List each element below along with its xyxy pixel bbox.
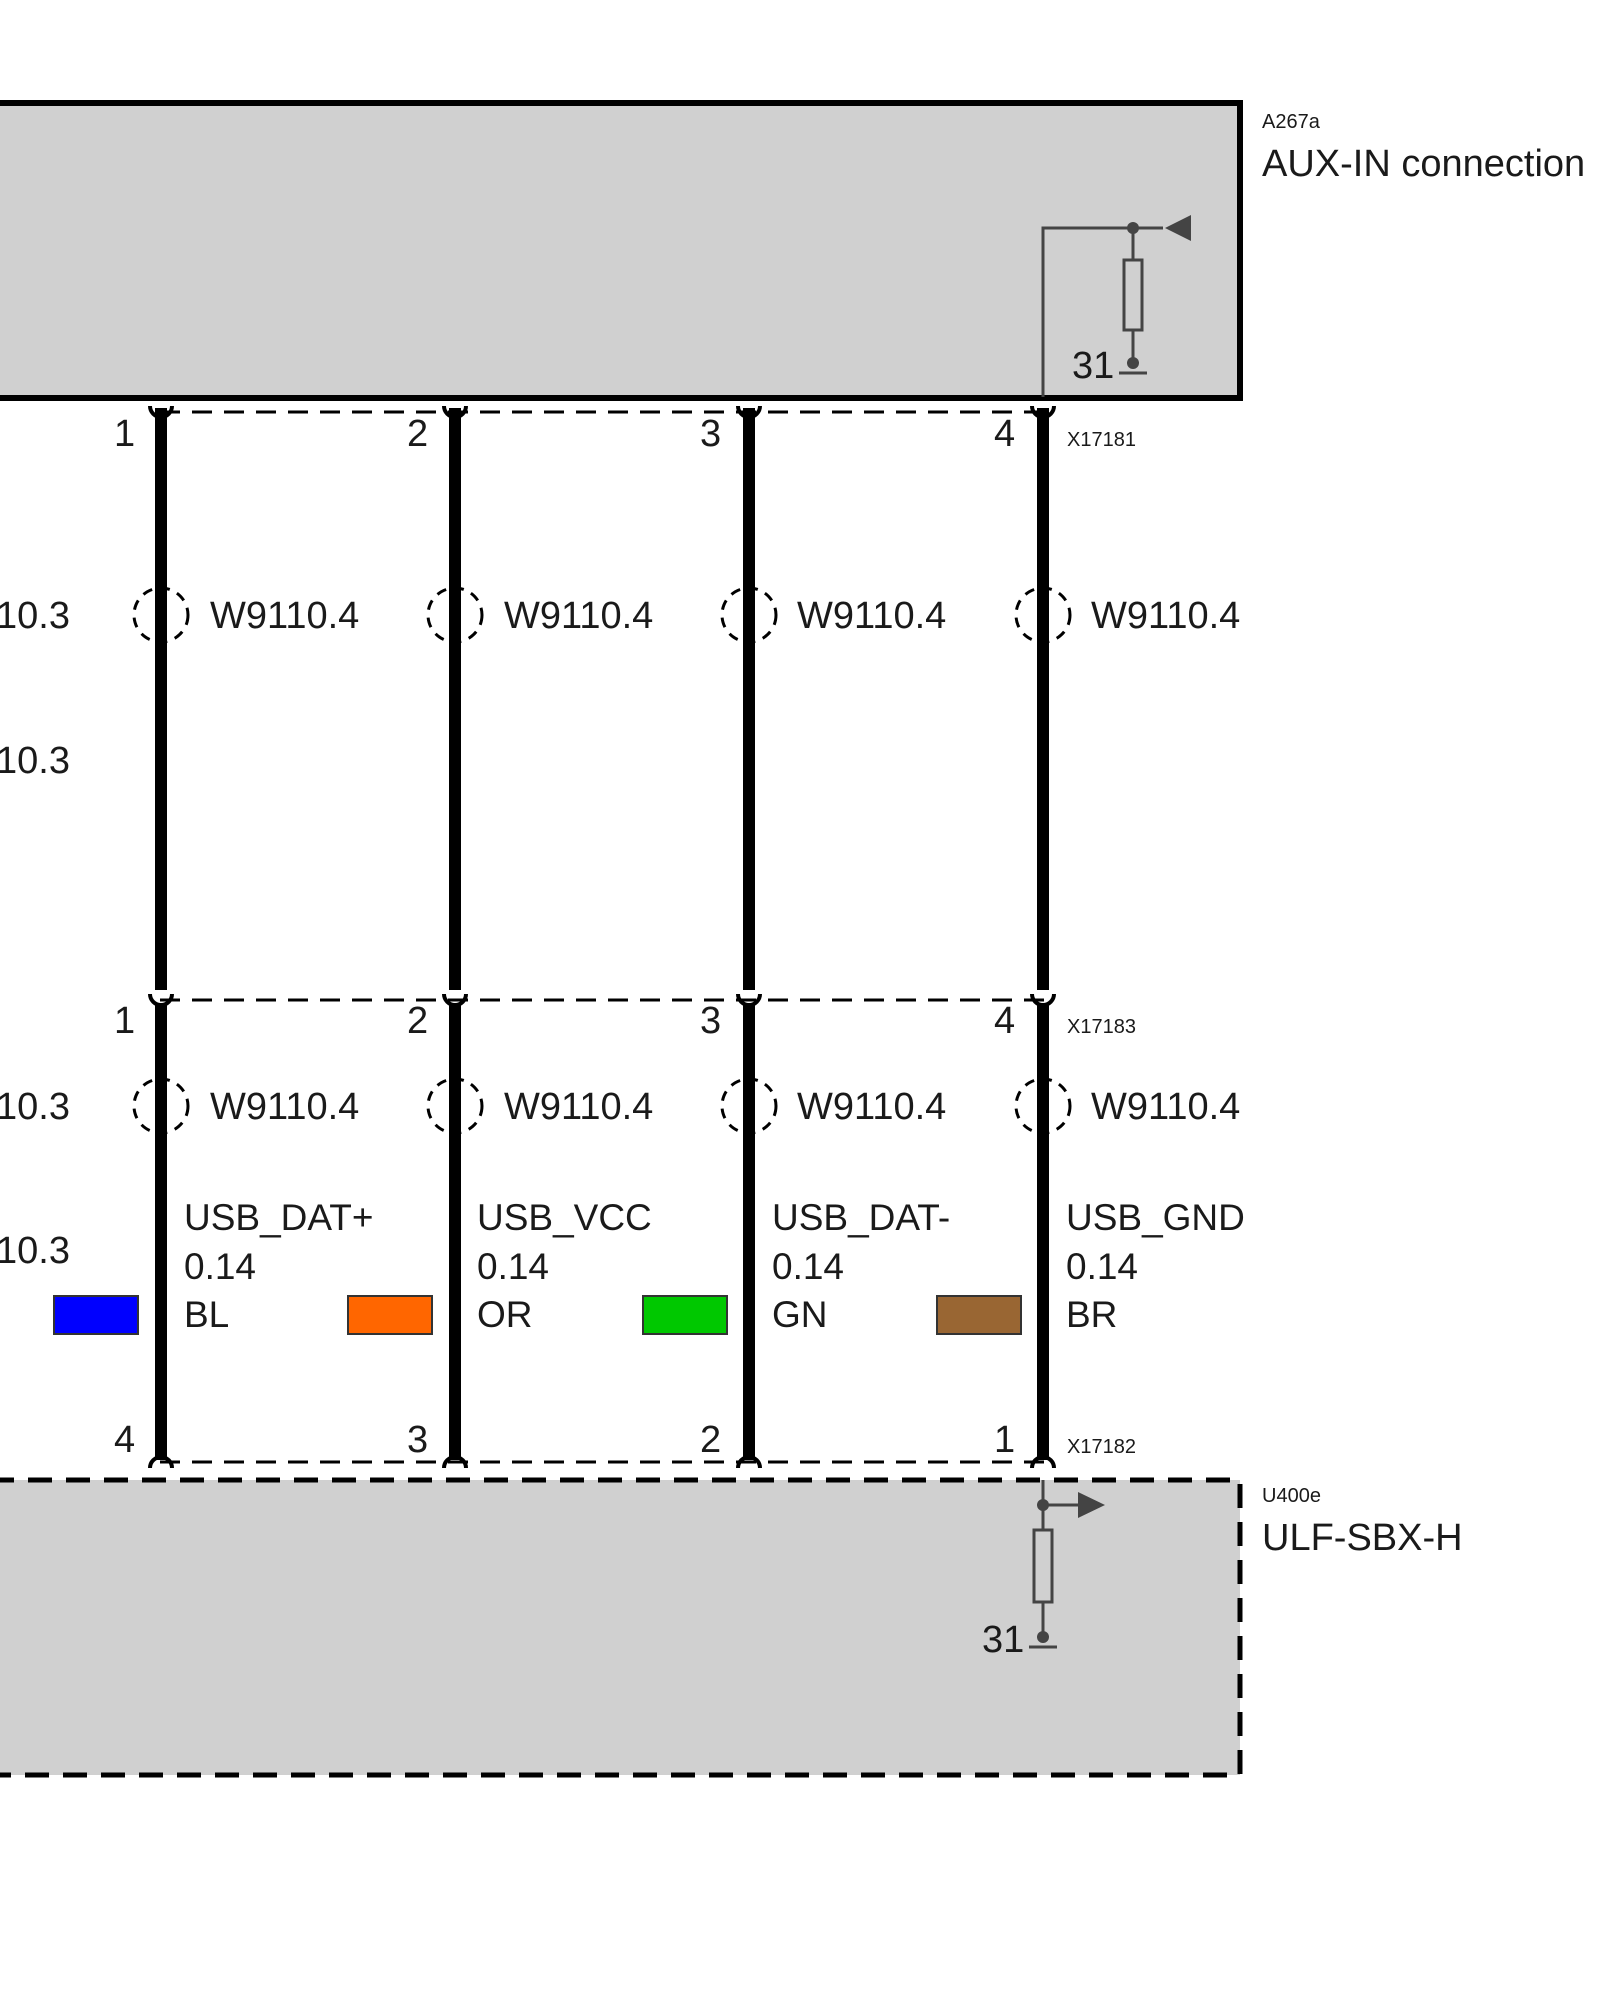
shield-label: W9110.4 [797, 595, 946, 637]
wire-size: 0.14 [772, 1246, 844, 1287]
wire-color-code: GN [772, 1294, 828, 1335]
wire-color-swatch [347, 1295, 433, 1335]
connector-middle-id: X17183 [1067, 1016, 1136, 1038]
module-box-bottom [0, 1477, 1243, 1778]
bottom-signal-arrow-icon [1078, 1492, 1105, 1518]
connector-top-pin: 1 [114, 413, 135, 455]
pin-contacts [148, 405, 1056, 1469]
module-bottom-name: ULF-SBX-H [1262, 1517, 1463, 1559]
left-edge-label: 10.3 [0, 740, 70, 782]
connector-top-pin: 4 [994, 413, 1015, 455]
wire-color-code: OR [477, 1294, 533, 1335]
bottom-pullup-resistor-circuit [1029, 1480, 1105, 1649]
wire-color-swatch [53, 1295, 139, 1335]
wire-color-code: BL [184, 1294, 229, 1335]
connector-bottom-pin: 3 [407, 1419, 428, 1461]
wire-color-swatch [642, 1295, 728, 1335]
shield-label: W9110.4 [1091, 595, 1240, 637]
shield-icon [426, 1077, 484, 1135]
left-edge-label: 10.3 [0, 595, 70, 637]
connector-top-id: X17181 [1067, 429, 1136, 451]
wire-color-swatch [936, 1295, 1022, 1335]
connector-bottom-id: X17182 [1067, 1436, 1136, 1458]
wire-size: 0.14 [1066, 1246, 1138, 1287]
wire-signal-name: USB_DAT+ [184, 1197, 374, 1238]
wire-info-2: USB_VCC 0.14 OR [347, 1197, 652, 1335]
shield-label: W9110.4 [210, 1086, 359, 1128]
top-signal-arrow-icon [1165, 215, 1191, 241]
left-edge-label: 10.3 [0, 1230, 70, 1272]
wire-signal-name: USB_VCC [477, 1197, 652, 1238]
wire-size: 0.14 [477, 1246, 549, 1287]
top-pullup-resistor-circuit [1041, 215, 1191, 397]
shield-icon [720, 1077, 778, 1135]
shield-label: W9110.4 [504, 595, 653, 637]
shield-icon [426, 586, 484, 644]
shield-label: W9110.4 [210, 595, 359, 637]
wire-info-3: USB_DAT- 0.14 GN [642, 1197, 950, 1335]
module-top-name: AUX-IN connection [1262, 143, 1585, 185]
shield-icon [1014, 586, 1072, 644]
shield-icon [1014, 1077, 1072, 1135]
shield-label: W9110.4 [1091, 1086, 1240, 1128]
module-bottom-id: U400e [1262, 1485, 1321, 1507]
connector-middle-pin: 4 [994, 1000, 1015, 1042]
connector-middle-pin: 2 [407, 1000, 428, 1042]
wire-info-4: USB_GND 0.14 BR [936, 1197, 1245, 1335]
bottom-ground-label: 31 [982, 1619, 1024, 1661]
wire-signal-name: USB_GND [1066, 1197, 1245, 1238]
connector-middle-pin: 1 [114, 1000, 135, 1042]
connector-bottom-pin: 4 [114, 1419, 135, 1461]
left-edge-label: 10.3 [0, 1086, 70, 1128]
connector-middle-pin: 3 [700, 1000, 721, 1042]
connector-top-pin: 2 [407, 413, 428, 455]
wire-color-code: BR [1066, 1294, 1117, 1335]
shield-icon [720, 586, 778, 644]
shield-circles [132, 586, 1072, 1135]
shield-icon [132, 1077, 190, 1135]
top-ground-label: 31 [1072, 345, 1114, 387]
connector-bottom-pin: 2 [700, 1419, 721, 1461]
shield-icon [132, 586, 190, 644]
wire-size: 0.14 [184, 1246, 256, 1287]
wire-signal-name: USB_DAT- [772, 1197, 950, 1238]
connector-bottom-pin: 1 [994, 1419, 1015, 1461]
shield-label: W9110.4 [504, 1086, 653, 1128]
connector-top-pin: 3 [700, 413, 721, 455]
shield-label: W9110.4 [797, 1086, 946, 1128]
wire-info-1: USB_DAT+ 0.14 BL [53, 1197, 374, 1335]
module-box-top [0, 100, 1243, 401]
module-top-id: A267a [1262, 111, 1321, 133]
